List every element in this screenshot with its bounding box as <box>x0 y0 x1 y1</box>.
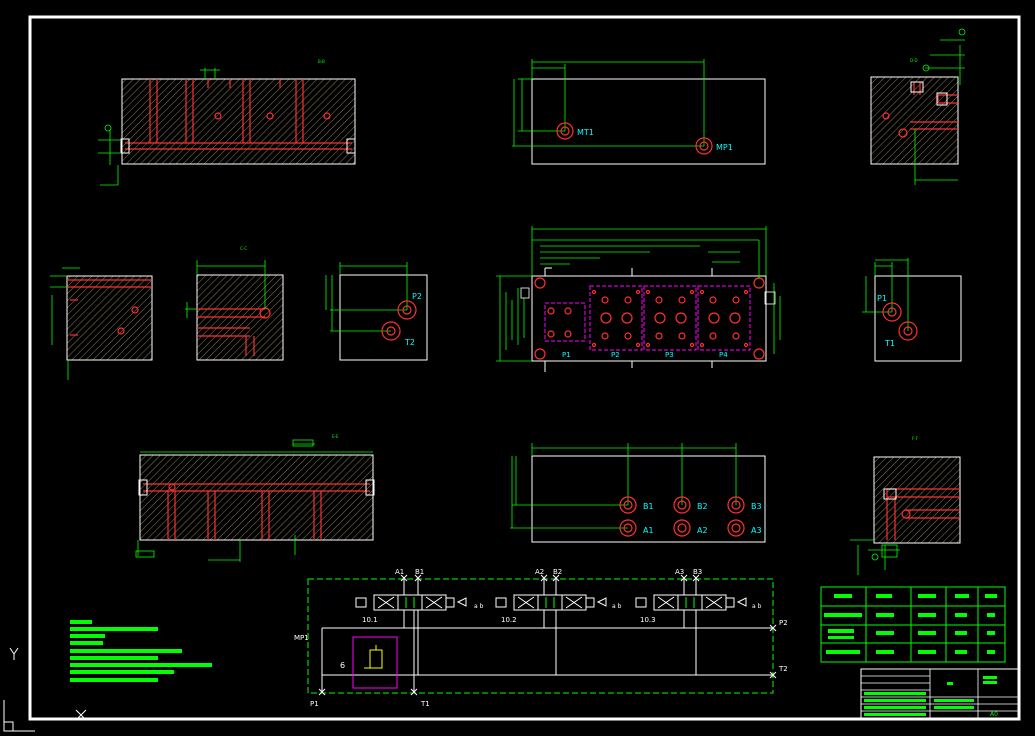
port-label-a2: A2 <box>697 526 708 535</box>
section-view-lower-right[interactable]: F-F <box>850 436 961 575</box>
section-view-mid-left-2[interactable]: C-C <box>185 246 284 361</box>
valve-label-b1: B1 <box>415 568 424 576</box>
schematic-label-p2: P2 <box>779 619 788 627</box>
view-mid-plate-p1-t1[interactable]: P1 T1 <box>862 258 962 362</box>
relief-valve-6[interactable] <box>352 636 398 689</box>
valve-10-2[interactable] <box>495 594 607 611</box>
valve-label-b2: B2 <box>553 568 562 576</box>
technical-notes <box>70 620 212 682</box>
title-block: A0 <box>860 668 1020 720</box>
port-label-b1: B1 <box>643 502 654 511</box>
port-label-a1: A1 <box>643 526 654 535</box>
solenoid-ab-1: a b <box>474 603 484 610</box>
port-label-a3: A3 <box>751 526 762 535</box>
sheet-size: A0 <box>990 711 998 718</box>
port-label-p1: P1 <box>877 294 887 303</box>
port-label-mp1: MP1 <box>716 143 733 152</box>
valve-number-10-2: 10.2 <box>501 616 517 624</box>
valve-10-1[interactable] <box>355 594 467 611</box>
svg-text:F-F: F-F <box>912 436 919 441</box>
port-label-f2: P2 <box>611 351 620 359</box>
outer-frame <box>28 15 1021 721</box>
svg-text:E-E: E-E <box>332 434 339 439</box>
schematic-label-t2: T2 <box>778 665 788 673</box>
valve-label-b3: B3 <box>693 568 702 576</box>
port-label-mt1: MT1 <box>577 128 594 137</box>
valve-label-a1: A1 <box>395 568 404 576</box>
svg-text:B-B: B-B <box>318 59 325 64</box>
port-label-t1: T1 <box>884 339 895 348</box>
port-label-f3: P3 <box>665 351 674 359</box>
section-view-top-right[interactable]: D-D <box>870 28 966 185</box>
svg-text:C-C: C-C <box>240 246 247 251</box>
view-top-center-plate[interactable]: MT1 MP1 <box>512 59 766 165</box>
main-manifold-top-view[interactable]: P1 P2 P3 P4 <box>496 226 781 372</box>
solenoid-ab-2: a b <box>612 603 622 610</box>
port-label-t2: T2 <box>404 338 415 347</box>
schematic-label-mp1: MP1 <box>294 634 309 642</box>
section-view-lower-left[interactable]: E-E <box>135 434 375 562</box>
port-label-f4: P4 <box>719 351 728 359</box>
valve-number-10-3: 10.3 <box>640 616 656 624</box>
relief-number: 6 <box>340 661 345 670</box>
schematic-label-p1: P1 <box>310 700 319 708</box>
view-mid-plate-p2-t2[interactable]: P2 T2 <box>325 262 428 361</box>
section-view-mid-left-1[interactable] <box>50 267 153 380</box>
valve-number-10-1: 10.1 <box>362 616 378 624</box>
section-view-top-left[interactable]: B-B <box>98 59 356 186</box>
schematic-label-t1: T1 <box>420 700 430 708</box>
port-label-b3: B3 <box>751 502 762 511</box>
ucs-icon <box>3 647 87 732</box>
valve-label-a3: A3 <box>675 568 684 576</box>
valve-10-3[interactable] <box>635 594 747 611</box>
port-label-b2: B2 <box>697 502 708 511</box>
parts-list-table <box>820 586 1006 663</box>
hydraulic-schematic[interactable]: A1 B1 A2 B2 A3 B3 10.1 10.2 10.3 a b a b… <box>294 568 788 708</box>
valve-label-a2: A2 <box>535 568 544 576</box>
port-label-f1: P1 <box>562 351 571 359</box>
solenoid-ab-3: a b <box>752 603 762 610</box>
svg-text:D-D: D-D <box>910 58 918 63</box>
port-label-p2: P2 <box>412 292 422 301</box>
view-lower-center-plate[interactable]: B1 B2 B3 A1 A2 A3 <box>510 443 766 543</box>
